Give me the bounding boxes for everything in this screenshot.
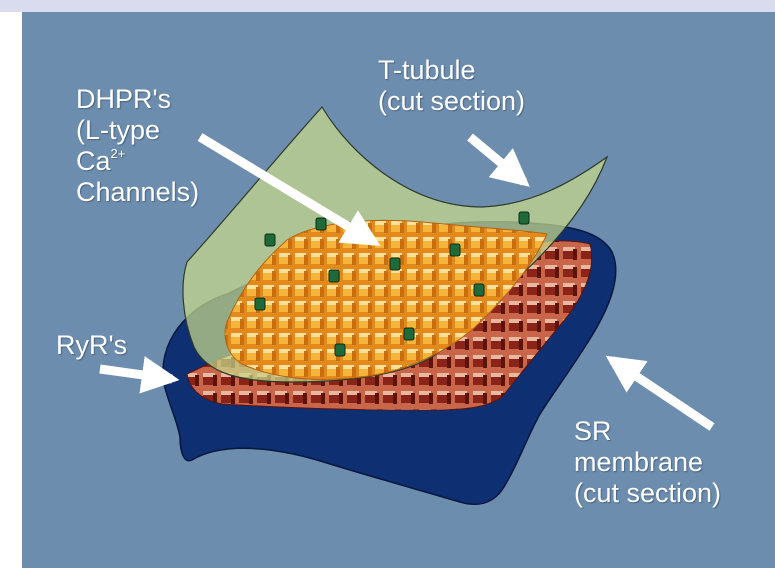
dhpr-channel	[390, 258, 400, 270]
dhpr-label-ca: Ca	[76, 146, 111, 176]
dhpr-channel	[474, 284, 484, 296]
dhpr-label-line1: DHPR's	[76, 84, 199, 115]
t-tubule-label: T-tubule (cut section)	[378, 55, 525, 117]
dhpr-channel	[255, 298, 265, 310]
dhpr-label-line2: (L-type	[76, 115, 199, 146]
t-tubule-label-line1: T-tubule	[378, 55, 525, 86]
sr-label-line1: SR	[574, 416, 721, 447]
t-tubule-arrow	[470, 137, 524, 182]
dhpr-channel	[329, 270, 339, 282]
dhpr-channel	[450, 244, 460, 256]
sr-label-line3: (cut section)	[574, 478, 721, 509]
dhpr-label: DHPR's (L-type Ca2+ Channels)	[76, 84, 199, 208]
dhpr-channel	[265, 234, 275, 246]
sr-label-line2: membrane	[574, 447, 721, 478]
window-left-margin	[0, 12, 22, 568]
window-top-strip	[0, 0, 775, 12]
t-tubule-label-line2: (cut section)	[378, 86, 525, 117]
ryr-label-line1: RyR's	[56, 330, 127, 361]
dhpr-label-line3: Ca2+	[76, 146, 199, 177]
dhpr-label-ca-sup: 2+	[111, 146, 126, 161]
sr-label: SR membrane (cut section)	[574, 416, 721, 509]
figure-panel: DHPR's (L-type Ca2+ Channels) T-tubule (…	[22, 12, 775, 568]
dhpr-channel	[519, 212, 529, 224]
dhpr-channel	[335, 344, 345, 356]
ryr-arrow	[100, 369, 172, 379]
dhpr-channel	[316, 218, 326, 230]
dhpr-channel	[404, 328, 414, 340]
ryr-label: RyR's	[56, 330, 127, 361]
dhpr-label-line4: Channels)	[76, 177, 199, 208]
